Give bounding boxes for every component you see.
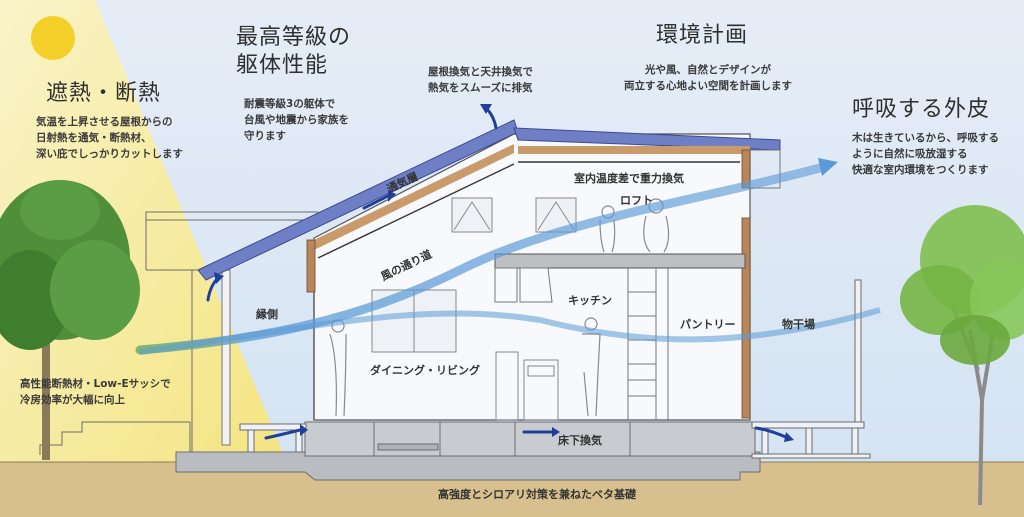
heat-shield-line-1: 気温を上昇させる屋根からの <box>36 116 173 128</box>
wind-path-lower <box>139 307 881 355</box>
insulation-note: 高性能断熱材・Low-Eサッシで 冷房効率が大幅に向上 <box>20 376 171 408</box>
breathing-skin-text: 木は生きているから、呼吸する ように自然に吸放湿する 快適な室内環境をつくります <box>852 130 999 178</box>
insulation-note-line-1: 高性能断熱材・Low-Eサッシで <box>20 378 171 390</box>
sunlight-beam <box>0 0 290 470</box>
heading-environment: 環境計画 <box>656 23 749 48</box>
label-underfloor-vent: 床下換気 <box>558 434 602 447</box>
heading-breathing-skin: 呼吸する外皮 <box>852 97 991 122</box>
heading-structure: 最高等級の 躯体性能 <box>236 24 351 80</box>
breathing-skin-line-1: 木は生きているから、呼吸する <box>852 132 999 144</box>
heat-shield-line-3: 深い庇でしっかりカットします <box>36 148 183 160</box>
loft-window-1 <box>451 197 493 233</box>
structure-text: 耐震等級3の躯体で 台風や地震から家族を 守ります <box>244 96 349 144</box>
breathing-skin-line-3: 快適な室内環境をつくります <box>852 164 989 176</box>
label-kitchen: キッチン <box>568 294 612 307</box>
loft-ladder <box>627 268 657 420</box>
breathing-skin-line-2: ように自然に吸放湿する <box>852 148 968 160</box>
label-loft: ロフト <box>620 194 653 207</box>
garden-steps <box>39 421 191 455</box>
label-gravity-vent: 室内温度差で重力換気 <box>574 172 684 185</box>
label-drying-area: 物干場 <box>782 318 815 331</box>
heat-shield-line-2: 日射熱を通気・断熱材、 <box>36 132 152 144</box>
label-dining-living: ダイニング・リビング <box>370 364 480 377</box>
structure-line-2: 台風や地震から家族を <box>244 114 349 126</box>
arrow-heads-icon <box>214 104 794 442</box>
engawa-deck <box>239 423 307 453</box>
heat-shield-text: 気温を上昇させる屋根からの 日射熱を通気・断熱材、 深い庇でしっかりカットします <box>36 114 183 162</box>
environment-text: 光や風、自然とデザインが 両立する心地よい空間を計画します <box>618 62 798 94</box>
structure-line-1: 耐震等級3の躯体で <box>244 98 336 110</box>
roof-vent-line-2: 熱気をスムーズに排気 <box>428 82 533 94</box>
heading-heat-shield: 遮熱・断熱 <box>46 81 162 106</box>
label-engawa: 縁側 <box>256 308 278 321</box>
structure-line-3: 守ります <box>244 130 286 142</box>
foundation <box>175 421 761 481</box>
structure-title-line-1: 最高等級の <box>236 25 352 50</box>
label-foundation: 高強度とシロアリ対策を兼ねたベタ基礎 <box>438 488 636 501</box>
structure-title-line-2: 躯体性能 <box>236 53 329 78</box>
kitchen-counter <box>495 351 559 421</box>
tree-left <box>0 180 140 460</box>
environment-line-1: 光や風、自然とデザインが <box>645 64 771 76</box>
roof-insulation-right <box>518 146 750 154</box>
sun-icon <box>31 16 75 60</box>
label-pantry: パントリー <box>680 318 736 331</box>
engawa-post <box>221 269 231 446</box>
drying-deck <box>751 279 871 459</box>
roof-vent-line-1: 屋根換気と天井換気で <box>428 66 533 78</box>
insulation-note-line-2: 冷房効率が大幅に向上 <box>20 394 125 406</box>
loft-floor <box>494 253 746 269</box>
wind-arrowhead-icon <box>818 158 838 176</box>
wall-left-insulation <box>306 239 316 293</box>
roof-insulation-left <box>314 144 514 250</box>
environment-line-2: 両立する心地よい空間を計画します <box>624 80 792 92</box>
roof-vent-text: 屋根換気と天井換気で 熱気をスムーズに排気 <box>428 64 533 96</box>
tree-right <box>900 205 1024 506</box>
